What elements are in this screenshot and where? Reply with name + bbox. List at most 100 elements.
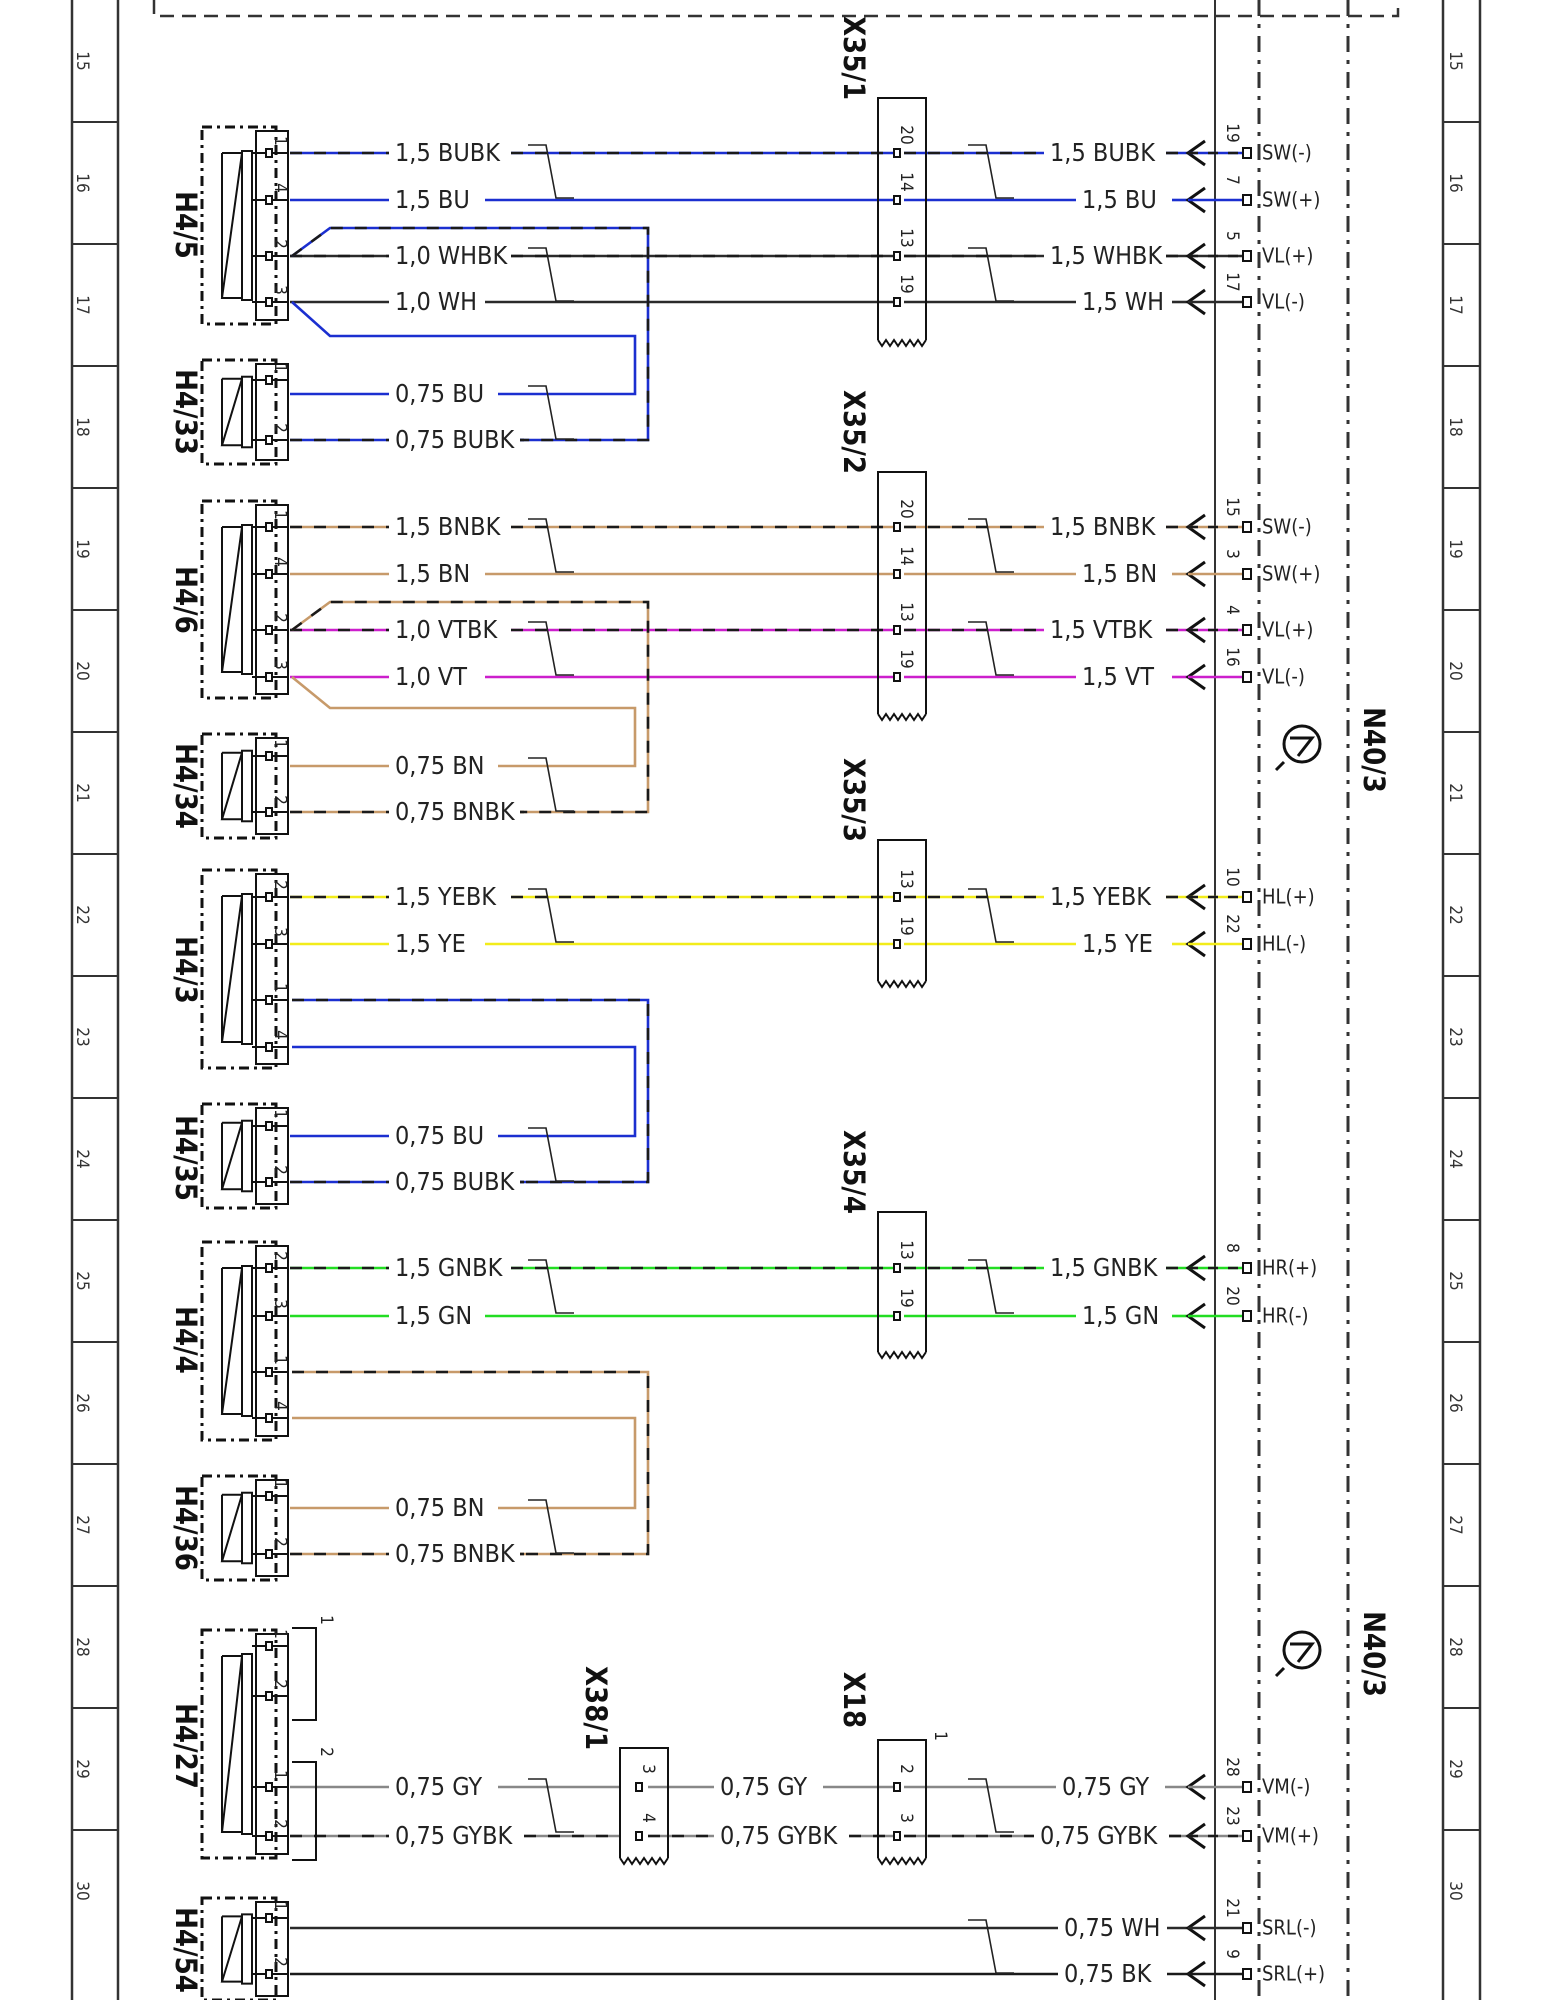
n40-input: 5VL(+): [1185, 231, 1313, 270]
cable-break-mark: [528, 1259, 574, 1314]
wire-h4-5-to-h4-33-a-stripe: [291, 226, 650, 442]
cable-break-mark: [528, 144, 574, 199]
signal-label: SW(+): [1262, 562, 1320, 586]
cable-break-mark: [528, 518, 574, 573]
speaker-h4-34: 1 2 H4/34: [169, 732, 290, 840]
wire-r1-left-label: 1,5 BUBK: [395, 138, 501, 167]
speaker-magnet: [241, 893, 253, 1045]
row-number-left: 19: [72, 539, 92, 558]
connector-label: X35/3: [837, 758, 871, 842]
terminal-strip: [255, 1479, 289, 1577]
n40-pin: [1242, 1968, 1252, 1980]
wire-r17-left-label: 1,5 GNBK: [395, 1253, 504, 1282]
component-label: H4/34: [169, 743, 203, 829]
row-number-left: 28: [72, 1637, 92, 1656]
pin-number: 2: [270, 239, 290, 249]
signal-label: SW(+): [1262, 188, 1320, 212]
pin-number: 19: [896, 916, 916, 935]
terminal-pin: [265, 672, 273, 682]
wire-r12-label: 0,75 BNBK: [395, 797, 516, 826]
pin-number: 1: [270, 510, 290, 520]
wire-r2-right-label: 1,5 BU: [1082, 185, 1157, 214]
wire-r17-right-label: 1,5 GNBK: [1050, 1253, 1159, 1282]
pin-number: 13: [896, 228, 916, 247]
pin-number: 20: [896, 499, 916, 518]
pin-number: 1: [270, 739, 290, 749]
wire-r8-left-label: 1,5 BN: [395, 559, 470, 588]
pin-number: 2: [270, 795, 290, 805]
speaker-cone: [220, 895, 243, 1043]
row-number-left: 27: [72, 1515, 92, 1534]
n40-pin: [1242, 1310, 1252, 1322]
terminal-pin: [265, 1263, 273, 1273]
pin-number: 2: [270, 1957, 290, 1967]
speaker-cone: [220, 526, 243, 673]
pin-number: 1: [270, 983, 290, 993]
speaker-enclosure: [200, 499, 278, 700]
terminal-strip: [255, 1901, 289, 1997]
wire-r4-right-label: 1,5 WH: [1082, 287, 1164, 316]
wire-h4-5-to-h4-33-b: [291, 301, 637, 396]
cable-break-mark: [528, 1778, 574, 1833]
row-number-right: 21: [1445, 783, 1465, 802]
pin-number: 1: [270, 1901, 290, 1911]
pin-number: 2: [270, 1679, 290, 1689]
n40-pin: [1242, 1781, 1252, 1793]
amplifier-icon-stem: [1274, 1666, 1286, 1678]
terminal-pin: [265, 148, 273, 158]
n40-pin: [1242, 250, 1252, 262]
cable-break-mark: [968, 1919, 1014, 1974]
terminal-pin: [265, 939, 273, 949]
speaker-magnet: [241, 1491, 253, 1565]
speaker-enclosure: [200, 1628, 278, 1860]
amplifier-icon-mark: [1290, 736, 1316, 757]
cable-break-mark: [968, 247, 1014, 302]
pin-number: 1: [270, 363, 290, 373]
row-number-left: 15: [72, 51, 92, 70]
wire-r7-right-label: 1,5 BNBK: [1050, 512, 1157, 541]
amplifier-icon: [1282, 1630, 1322, 1670]
terminal-pin: [265, 807, 273, 817]
terminal-pin: [265, 1549, 273, 1559]
connector-pin: [893, 522, 901, 532]
wire-r21-c-label: 0,75 GY: [1062, 1772, 1149, 1801]
connector-pin: [893, 1831, 901, 1841]
pin-number: 3: [270, 660, 290, 670]
wire-r18-right-label: 1,5 GN: [1082, 1301, 1159, 1330]
row-number-right: 24: [1445, 1149, 1465, 1168]
terminal-pin: [265, 297, 273, 307]
wire-r2-left-label: 1,5 BU: [395, 185, 470, 214]
top-group-box: [152, 0, 1400, 18]
wire-r13-right-label: 1,5 YEBK: [1050, 882, 1152, 911]
wire-r11-label: 0,75 BN: [395, 751, 484, 780]
pin-number: 13: [896, 869, 916, 888]
connector-label: X35/2: [837, 390, 871, 474]
terminal-pin: [265, 1491, 273, 1501]
pin-number: 1: [270, 1479, 290, 1489]
terminal-pin: [265, 1042, 273, 1052]
row-number-right: 18: [1445, 417, 1465, 436]
connector-pin: [635, 1782, 643, 1792]
pin-number: 1: [270, 1770, 290, 1780]
pin-number: 1: [270, 1109, 290, 1119]
terminal-strip: [255, 1633, 289, 1855]
speaker-cone: [220, 1494, 243, 1563]
speaker-enclosure: [200, 125, 278, 326]
row-number-left: 18: [72, 417, 92, 436]
n40-pin: [1242, 1922, 1252, 1934]
speaker-enclosure: [200, 1102, 278, 1210]
terminal-pin: [265, 1413, 273, 1423]
row-number-left: 21: [72, 783, 92, 802]
terminal-tag-number: 2: [316, 1747, 336, 1757]
pin-number: 20: [896, 125, 916, 144]
terminal-strip: [255, 130, 289, 321]
row-number-right: 22: [1445, 905, 1465, 924]
n40-pin-number: 22: [1222, 914, 1242, 933]
connector-pin: [893, 251, 901, 261]
